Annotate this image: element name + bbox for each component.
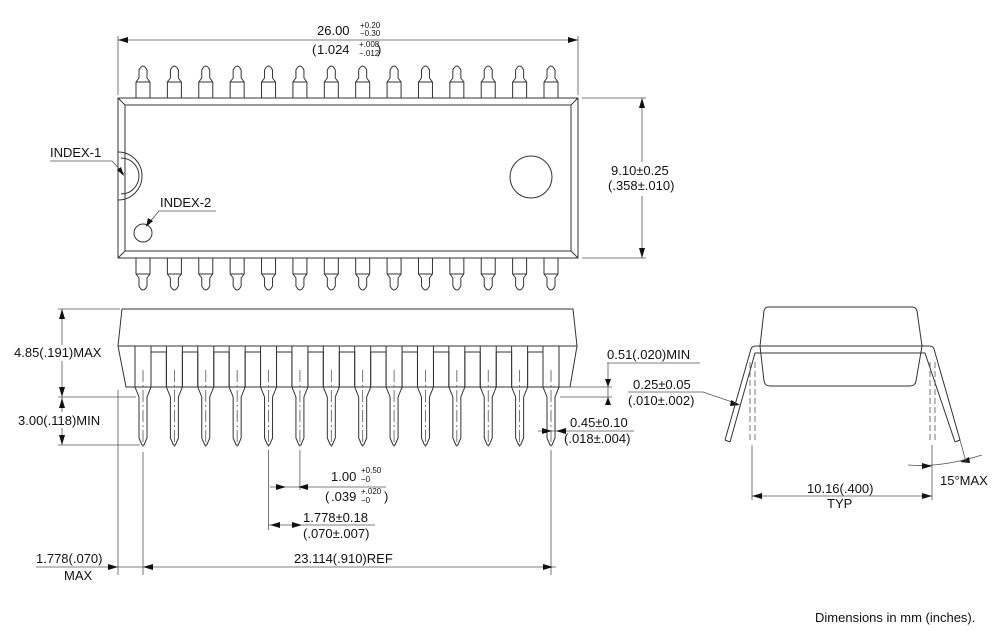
side-body-segment [370, 351, 387, 388]
top-pin-lower [512, 258, 528, 291]
row-spacing-qualifier: TYP [827, 496, 852, 511]
end-overhang-qualifier: MAX [64, 568, 93, 583]
side-body-segment [181, 351, 199, 388]
top-pin-upper [323, 65, 339, 98]
svg-text:+0.50: +0.50 [361, 466, 382, 475]
top-pin-upper [449, 65, 465, 98]
side-body-segment [401, 351, 418, 388]
svg-text:−0.30: −0.30 [360, 29, 381, 38]
top-pin-lower [292, 258, 308, 291]
length-dimension-label: 26.00 +0.20 −0.30 ( 1.024 +.008 −.012 ) [312, 21, 381, 58]
lead-thickness-inch-label: (.010±.002) [628, 393, 694, 408]
index-2-mark [133, 223, 153, 243]
top-pin-lower [449, 258, 465, 291]
svg-text:26.00: 26.00 [317, 23, 350, 38]
svg-text:.039: .039 [331, 489, 356, 504]
lead-angle-label: 15°MAX [940, 473, 988, 488]
index-1-notch-inner [120, 157, 140, 195]
end-view-lead-frame-inner [729, 352, 956, 443]
top-pin-lower [480, 258, 496, 291]
width-inch-label: (.358±.010) [608, 178, 674, 193]
index-1-notch-outer [117, 151, 143, 201]
side-body-segment [244, 351, 262, 388]
top-pin-lower [417, 258, 433, 291]
top-pin-lower [166, 258, 182, 291]
end-overhang-label: 1.778(.070) [36, 551, 103, 566]
standoff-min-label: 0.51(.020)MIN [607, 347, 690, 362]
lead-angle-arc [907, 454, 983, 466]
svg-text:): ) [384, 489, 388, 504]
top-pin-lower [198, 258, 214, 291]
lead-width-mm-label: 0.45±0.10 [570, 415, 628, 430]
end-view-body [759, 306, 923, 387]
width-mm-label: 9.10±0.25 [611, 163, 669, 178]
top-view-body-inner [124, 104, 572, 252]
top-pin-upper [480, 65, 496, 98]
top-pin-lower [323, 258, 339, 291]
top-pin-lower [543, 258, 559, 291]
span-label: 23.114(.910)REF [294, 551, 393, 566]
top-pin-upper [166, 65, 182, 98]
top-pin-lower [386, 258, 402, 291]
end-view-lead-frame-outer [724, 345, 961, 441]
side-body-segment [464, 351, 481, 388]
height-max-label: 4.85(.191)MAX [14, 345, 102, 360]
top-pin-upper [198, 65, 214, 98]
top-pin-upper [386, 65, 402, 98]
svg-text:−.012: −.012 [359, 49, 380, 58]
lead-width-inch-label: (.018±.004) [564, 431, 630, 446]
svg-text:−0: −0 [361, 496, 371, 505]
top-pin-upper [355, 65, 371, 98]
svg-text:): ) [377, 42, 381, 57]
top-pin-lower [355, 258, 371, 291]
side-body-segment [527, 351, 544, 388]
svg-text:+.020: +.020 [361, 487, 382, 496]
lead-length-min-label: 3.00(.118)MIN [18, 413, 100, 428]
top-pin-upper [417, 65, 433, 98]
pitch-inch-label: (.070±.007) [303, 526, 369, 541]
side-body-segment [495, 351, 513, 388]
side-body-segment [276, 351, 293, 388]
units-note: Dimensions in mm (inches). [815, 610, 975, 625]
top-pin-upper [292, 65, 308, 98]
side-view-pins [117, 346, 560, 575]
top-pin-upper [135, 65, 151, 98]
top-pin-lower [229, 258, 245, 291]
ejector-pin-mark [509, 155, 553, 199]
side-body-segment [213, 351, 230, 388]
top-pin-upper [543, 65, 559, 98]
side-body-segment [307, 351, 324, 388]
side-body-segment [432, 351, 450, 388]
svg-text:−0: −0 [361, 475, 371, 484]
end-view: 10.16(.400) TYP 15°MAX [724, 306, 988, 511]
top-pin-upper [512, 65, 528, 98]
top-view-body-outer [117, 97, 579, 259]
top-pin-lower [261, 258, 277, 291]
side-view-body-top [117, 308, 578, 347]
index-2-label: INDEX-2 [160, 195, 211, 210]
side-body-segment [338, 351, 356, 388]
svg-text:1.024: 1.024 [317, 42, 350, 57]
side-view: 4.85(.191)MAX 3.00(.118)MIN 0.51(.020)MI… [14, 308, 740, 583]
svg-text:+.008: +.008 [359, 40, 380, 49]
svg-text:+0.20: +0.20 [360, 21, 381, 30]
side-body-segment [150, 351, 167, 388]
index-1-label: INDEX-1 [50, 145, 101, 160]
row-spacing-label: 10.16(.400) [807, 481, 874, 496]
top-pin-lower [135, 258, 151, 291]
lead-thickness-mm-label: 0.25±0.05 [633, 377, 691, 392]
top-view: INDEX-1 INDEX-2 26.00 +0.20 −0.30 ( 1.02… [50, 21, 674, 291]
top-pin-upper [261, 65, 277, 98]
svg-text:(: ( [312, 42, 317, 57]
pitch-mm-label: 1.778±0.18 [303, 510, 368, 525]
shoulder-width-label: 1.00 +0.50 −0 ( .039 +.020 −0 ) [325, 466, 388, 505]
svg-text:(: ( [325, 489, 330, 504]
top-pin-upper [229, 65, 245, 98]
top-view-pins [135, 65, 559, 291]
svg-text:1.00: 1.00 [331, 469, 356, 484]
